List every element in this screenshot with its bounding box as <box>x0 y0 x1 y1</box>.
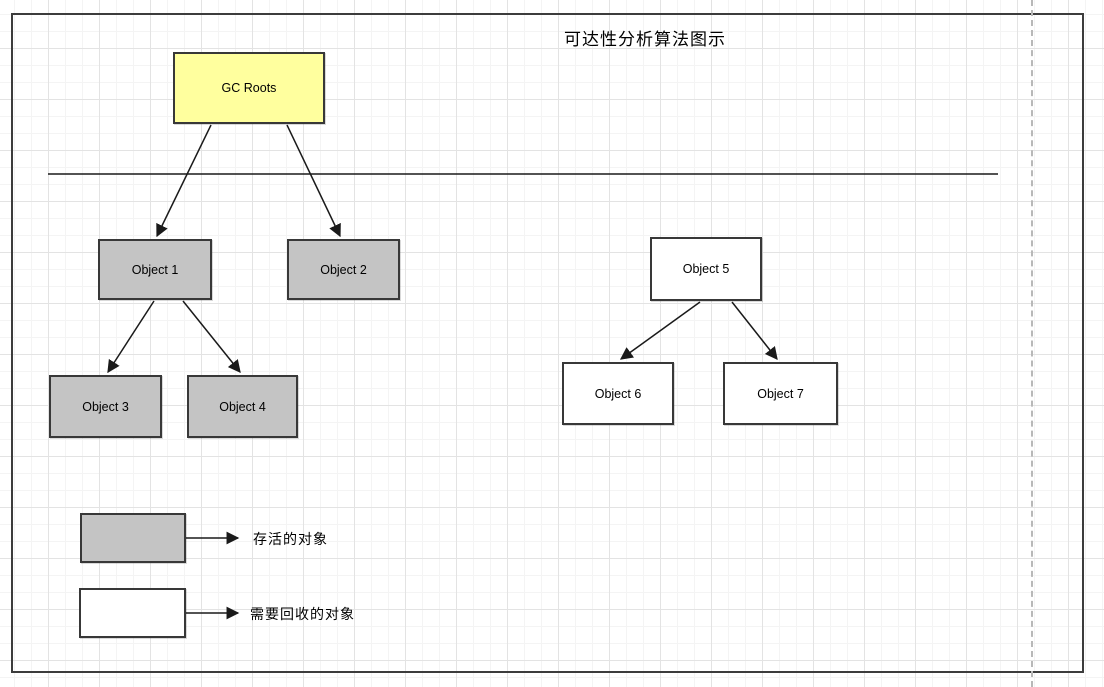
node-label: Object 7 <box>757 386 804 401</box>
node-object-1[interactable]: Object 1 <box>98 239 212 300</box>
node-label: Object 6 <box>594 386 642 401</box>
arrow-gc-roots-to-object-1[interactable] <box>156 124 212 238</box>
legend-label-live: 存活的对象 <box>253 531 328 547</box>
node-object-3[interactable]: Object 3 <box>49 375 162 438</box>
node-label: Object 2 <box>320 262 367 277</box>
node-object-6[interactable]: Object 6 <box>562 362 674 425</box>
legend-swatch-dead[interactable] <box>79 588 186 638</box>
node-object-2[interactable]: Object 2 <box>287 239 400 300</box>
legend-swatch-live[interactable] <box>80 513 186 563</box>
node-object-5[interactable]: Object 5 <box>650 237 762 301</box>
arrow-object-5-to-object-6[interactable] <box>619 301 701 360</box>
node-label: Object 3 <box>82 399 129 414</box>
node-object-4[interactable]: Object 4 <box>187 375 298 438</box>
page-break-guide-line <box>1031 0 1033 687</box>
node-label: Object 5 <box>682 262 730 276</box>
arrow-object-1-to-object-3[interactable] <box>107 300 155 374</box>
node-label: Object 1 <box>131 262 179 277</box>
arrow-object-1-to-object-4[interactable] <box>182 300 241 373</box>
arrow-gc-roots-to-object-2[interactable] <box>286 124 341 238</box>
page-title: 可达性分析算法图示 <box>564 30 726 49</box>
node-label: GC Roots <box>221 81 277 95</box>
node-gc-roots[interactable]: GC Roots <box>173 52 325 124</box>
arrow-object-5-to-object-7[interactable] <box>731 301 778 361</box>
node-label: Object 4 <box>219 399 266 414</box>
legend-label-dead: 需要回收的对象 <box>250 606 355 622</box>
node-object-7[interactable]: Object 7 <box>723 362 838 425</box>
